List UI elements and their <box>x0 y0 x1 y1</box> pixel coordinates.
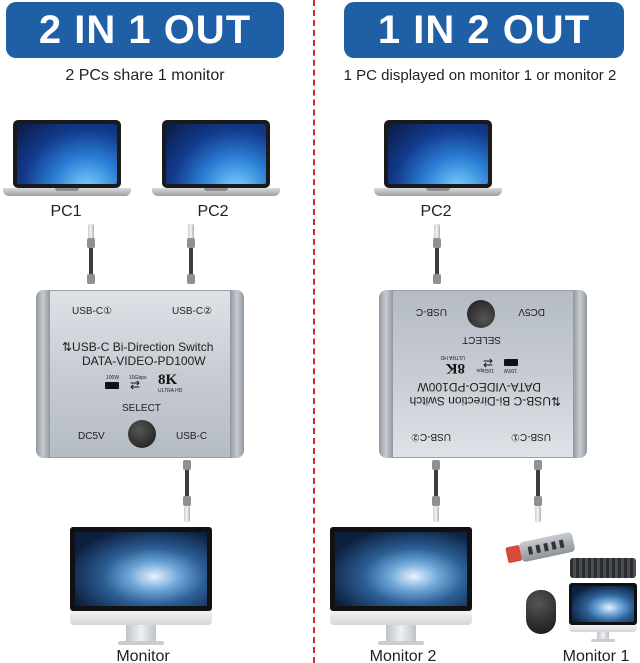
pc2-label: PC2 <box>197 203 229 220</box>
switch-box-left: USB-C① USB-C② ⇅USB-C Bi-Direction Switch… <box>36 290 244 458</box>
keyboard-icon <box>570 558 636 578</box>
8k-logo: 8K <box>158 372 178 388</box>
dc5v-port-label-right: DC5V <box>518 306 545 317</box>
port-usb-c-2-right: USB-C② <box>410 431 451 442</box>
switch-title-line2-right: DATA-VIDEO-PD100W <box>417 380 541 394</box>
usb-c-cable-monitor2 <box>432 460 440 526</box>
port-usb-c-1: USB-C① <box>72 306 113 317</box>
monitor-label: Monitor <box>116 648 170 663</box>
select-label: SELECT <box>122 403 161 414</box>
laptop-pc2 <box>152 120 280 198</box>
monitor-1-label: Monitor 1 <box>562 648 630 663</box>
usb-c-input-label-right: USB-C <box>415 306 447 317</box>
ultra-hd-label: ULTRA HD <box>158 388 183 394</box>
battery-icon <box>105 382 119 389</box>
battery-icon-right <box>504 359 518 366</box>
select-button-right[interactable] <box>467 300 495 328</box>
mouse-icon <box>526 590 556 634</box>
banner-2-in-1-out: 2 IN 1 OUT <box>6 2 284 58</box>
monitor-2-label: Monitor 2 <box>369 648 437 663</box>
switch-title-line2: DATA-VIDEO-PD100W <box>82 354 206 368</box>
dc5v-port-label: DC5V <box>78 431 105 442</box>
select-label-right: SELECT <box>462 334 501 345</box>
port-usb-c-1-right: USB-C① <box>510 431 551 442</box>
power-label: 100W <box>106 375 120 381</box>
exchange-arrows-icon-right: ⇄ <box>482 356 493 370</box>
usb-c-cable-pc2 <box>187 224 195 290</box>
laptop-pc2-right <box>374 120 502 198</box>
speed-label: 10Gbps <box>129 375 147 381</box>
laptop-pc1 <box>3 120 131 198</box>
pc2-label-right: PC2 <box>420 203 452 220</box>
select-button[interactable] <box>128 420 156 448</box>
usb-c-cable-pc-right <box>433 224 441 290</box>
power-label-right: 100W <box>503 367 517 373</box>
usb-hub-icon <box>505 531 576 564</box>
pc1-label: PC1 <box>50 203 82 220</box>
switch-title-line1-right: ⇅USB-C Bi-Direction Switch <box>409 394 561 408</box>
switch-title-line1: ⇅USB-C Bi-Direction Switch <box>62 340 214 354</box>
banner-1-in-2-out: 1 IN 2 OUT <box>344 2 624 58</box>
subtitle-left: 2 PCs share 1 monitor <box>65 67 225 84</box>
dashed-divider <box>313 0 315 663</box>
ultra-hd-label-right: ULTRA HD <box>440 354 465 360</box>
port-usb-c-2: USB-C② <box>172 306 213 317</box>
switch-box-right: USB-C① USB-C② ⇅USB-C Bi-Direction Switch… <box>379 290 587 458</box>
usb-c-output-label: USB-C <box>176 431 208 442</box>
exchange-arrows-icon: ⇄ <box>130 378 141 392</box>
usb-c-cable-monitor1 <box>534 460 542 526</box>
usb-c-cable-pc1 <box>87 224 95 290</box>
8k-logo-right: 8K <box>445 360 465 376</box>
usb-c-cable-monitor <box>183 460 191 526</box>
subtitle-right: 1 PC displayed on monitor 1 or monitor 2 <box>343 67 617 84</box>
